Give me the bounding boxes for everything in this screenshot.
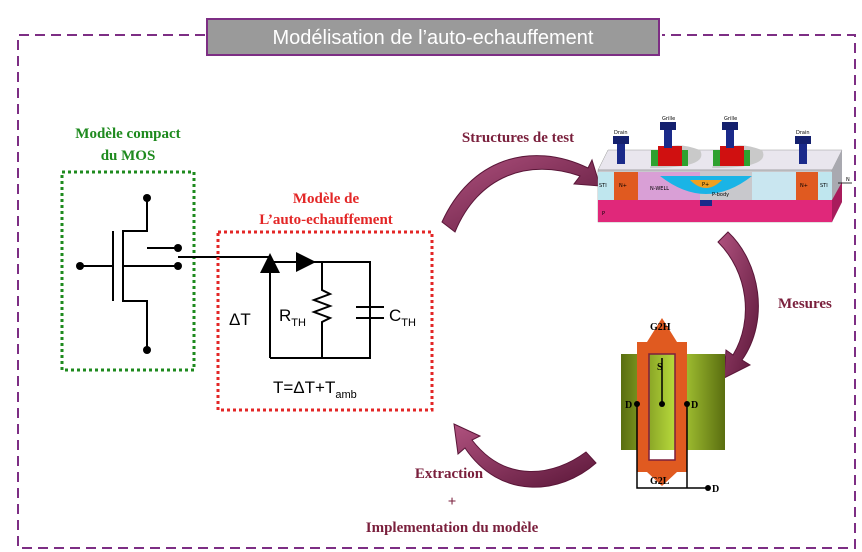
lv-d-right: D — [691, 400, 698, 411]
dashed-frame — [17, 34, 856, 549]
delta-t-label: ΔT — [229, 310, 251, 329]
r-th-label: RTH — [279, 306, 306, 329]
title-box — [206, 18, 660, 56]
cs-psub: P — [602, 211, 605, 217]
self-heating-box — [216, 230, 434, 412]
title-text: Modélisation de l’auto-echauffement — [273, 27, 594, 49]
cs-nplus-left: N+ — [619, 183, 627, 189]
structures-de-test-label: Structures de test — [462, 130, 574, 146]
cs-sti-left: STI — [599, 183, 607, 189]
self-heating-label-2: L’auto-echauffement — [259, 212, 393, 228]
cs-nplus-right: N+ — [800, 183, 808, 189]
temperature-equation: T=ΔT+Tamb — [273, 378, 357, 401]
cs-drain-left: Drain — [614, 130, 628, 136]
layout-view-image — [621, 318, 725, 491]
lv-d-out: D — [712, 484, 719, 495]
cross-section-image — [597, 122, 852, 223]
cs-grille-right: Grille — [724, 116, 737, 122]
lv-d-left: D — [625, 400, 632, 411]
cs-sti-right: STI — [820, 183, 828, 189]
lv-g2l: G2L — [650, 476, 670, 487]
c-th-label: CTH — [389, 306, 416, 329]
cs-nwell: N-WELL — [650, 186, 669, 192]
compact-model-label-2: du MOS — [101, 148, 156, 164]
plus-label: + — [448, 494, 457, 510]
extraction-label: Extraction — [415, 466, 484, 482]
mos-transistor-symbol — [80, 198, 178, 350]
cs-pplus: P+ — [702, 182, 709, 188]
thermal-network — [269, 261, 384, 359]
arrow-to-extraction — [453, 423, 597, 488]
mesures-label: Mesures — [778, 296, 832, 312]
arrow-to-structures — [441, 155, 601, 233]
lv-s: S — [657, 362, 663, 373]
compact-model-box — [60, 170, 196, 372]
cs-grille-left: Grille — [662, 116, 675, 122]
cs-drain-right: Drain — [796, 130, 810, 136]
compact-model-label-1: Modèle compact — [75, 126, 180, 142]
cs-pbody: P-body — [712, 192, 729, 198]
implementation-label: Implementation du modèle — [366, 520, 539, 536]
lv-g2h: G2H — [650, 322, 671, 333]
mos-terminals — [76, 194, 182, 354]
self-heating-label-1: Modèle de — [293, 191, 360, 207]
cs-n-right: N — [846, 177, 850, 183]
